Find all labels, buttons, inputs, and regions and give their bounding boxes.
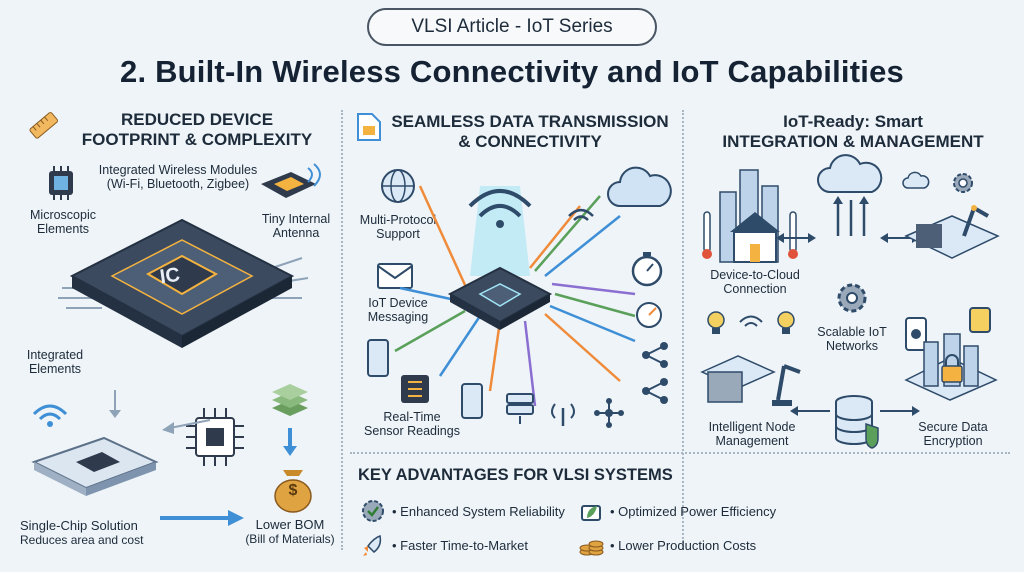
advantage-text: • Lower Production Costs [610, 537, 757, 553]
gauge-icon [636, 302, 662, 328]
label-lower-bom: Lower BOM (Bill of Materials) [245, 517, 335, 547]
label-scalable: Scalable IoT Networks [817, 325, 887, 353]
chip-ic-label: IC [158, 263, 182, 289]
cloud-small-icon [902, 171, 930, 189]
arrow-left-icon [790, 406, 830, 416]
microscopic-chip-icon [49, 166, 73, 200]
antenna-signal-icon [551, 403, 575, 426]
money-bag-symbol: $ [288, 482, 298, 499]
divider-advantages [350, 452, 1010, 454]
arrow-right-2-icon [880, 406, 920, 416]
ruler-icon [29, 112, 59, 139]
money-bag-icon [274, 470, 312, 513]
network-gear-icon [837, 283, 867, 313]
stopwatch-icon [631, 252, 663, 287]
smart-machine-illustration [700, 355, 801, 406]
hub-nodes-icon [594, 398, 624, 428]
phone-device-illustration [31, 436, 159, 496]
share-nodes-icon [642, 342, 668, 368]
circuit-chip-icon [186, 408, 244, 466]
label-node-management: Intelligent Node Management [708, 420, 796, 448]
advantage-text: • Enhanced System Reliability [392, 503, 565, 519]
advantage-item: • Enhanced System Reliability [360, 498, 565, 524]
label-multi-protocol: Multi-Protocol Support [359, 213, 437, 241]
label-device-cloud: Device-to-Cloud Connection [710, 268, 800, 296]
factory-robot-illustration [904, 205, 1000, 259]
advantages-title: Key Advantages for VLSI Systems [358, 466, 673, 484]
divider-right [682, 110, 685, 550]
panel-middle-title: Seamless Data Transmission & Connectivit… [391, 112, 669, 151]
database-shield-icon [835, 395, 879, 449]
tablet-icon [461, 383, 483, 419]
antenna-module-icon [261, 163, 321, 198]
arrow-right-icon [160, 510, 244, 526]
smartphone-icon [367, 339, 389, 377]
envelope-icon [377, 263, 413, 289]
label-microscopic: Microscopic Elements [30, 208, 96, 236]
label-sensor: Real-Time Sensor Readings [364, 410, 460, 438]
label-integrated-elements: Integrated Elements [26, 348, 84, 376]
panel-left-title: Reduced Device Footprint & Complexity [81, 110, 313, 149]
label-messaging: IoT Device Messaging [367, 296, 429, 324]
cloud-icon [607, 166, 672, 207]
wifi-small-icon [568, 208, 594, 221]
gear-icon [953, 173, 973, 193]
server-icon [506, 393, 534, 424]
label-secure: Secure Data Encryption [918, 420, 988, 448]
label-antenna: Tiny Internal Antenna [261, 212, 331, 240]
panel-right-title: IoT-Ready: Smart Integration & Managemen… [722, 112, 984, 151]
divider-left [341, 110, 344, 550]
arrow-left-right-icon [776, 233, 816, 243]
advantage-item: • Faster Time-to-Market [360, 532, 528, 558]
advantage-item: • Optimized Power Efficiency [578, 498, 776, 524]
secure-city-illustration [904, 307, 998, 401]
gear-check-icon [362, 500, 384, 522]
document-folder-icon [357, 113, 381, 141]
leaf-battery-icon [581, 505, 601, 521]
cloud-sync-icon [817, 154, 883, 236]
sensor-module-icon [401, 375, 429, 403]
advantage-text: • Optimized Power Efficiency [610, 503, 777, 519]
stacked-layers-icon [272, 384, 308, 416]
smart-city-illustration [702, 169, 798, 263]
label-single-chip: Single-Chip Solution Reduces area and co… [20, 518, 144, 547]
label-integrated-wireless: Integrated Wireless Modules (Wi-Fi, Blue… [98, 163, 258, 191]
advantage-text: • Faster Time-to-Market [392, 537, 529, 553]
rocket-icon [363, 535, 382, 556]
connectivity-chip-illustration [394, 185, 636, 407]
advantage-item: • Lower Production Costs [578, 532, 756, 558]
network-nodes-icon [642, 378, 668, 404]
globe-icon [381, 169, 415, 203]
ic-chip-illustration [58, 218, 309, 348]
page-title: 2. Built-In Wireless Connectivity and Io… [120, 54, 904, 89]
left-panel-arrows [109, 390, 211, 434]
series-badge: VLSI Article - IoT Series [367, 8, 657, 46]
wifi-icon [32, 404, 68, 427]
wifi-tiny-icon [739, 315, 763, 327]
lightbulb-2-icon [777, 311, 795, 334]
arrow-down-icon [283, 428, 297, 456]
coins-icon [579, 540, 604, 556]
lightbulb-icon [707, 311, 725, 334]
